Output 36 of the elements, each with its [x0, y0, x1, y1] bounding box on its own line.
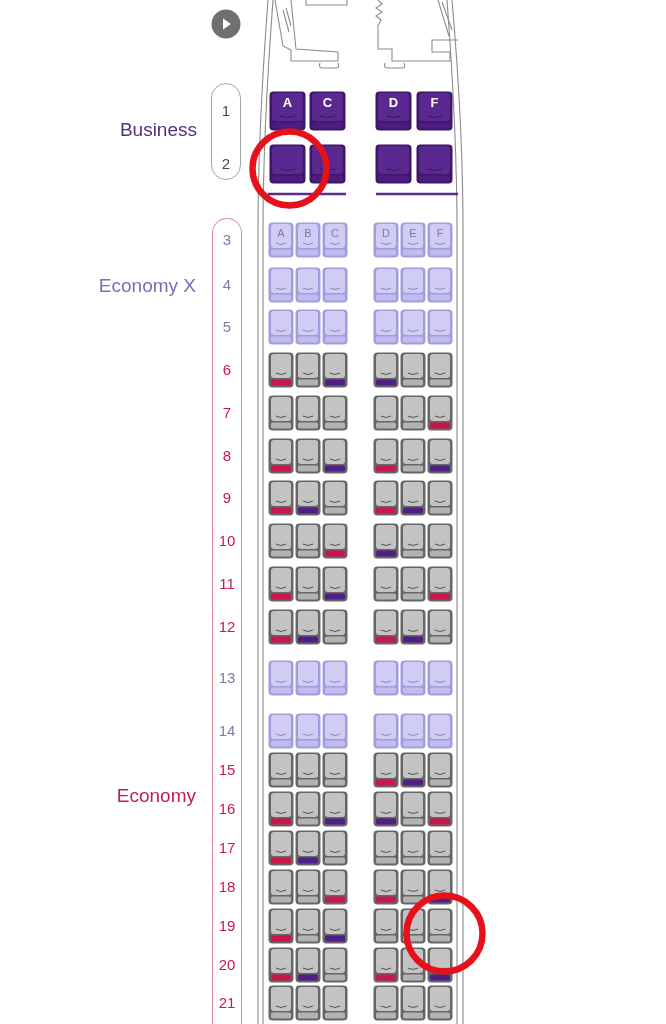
row-number: 3 [222, 232, 232, 248]
row-number: 15 [218, 762, 236, 778]
seat-letter: B [304, 228, 312, 239]
cabin-class-label: Economy [116, 785, 196, 806]
row-number: 18 [218, 879, 236, 895]
cabin-class-label: Economy X [98, 275, 196, 296]
row-number: 8 [222, 448, 232, 464]
seat-letter: A [277, 228, 285, 239]
seat-letter: E [409, 228, 417, 239]
row-number: 5 [222, 319, 232, 335]
seat-letter: C [322, 96, 333, 109]
row-number: 13 [218, 670, 236, 686]
cabin-class-label: Business [119, 119, 197, 140]
row-number: 1 [221, 103, 231, 119]
row-number: 9 [222, 490, 232, 506]
row-number: 7 [222, 405, 232, 421]
row-number: 19 [218, 918, 236, 934]
row-number: 17 [218, 840, 236, 856]
row-number: 2 [221, 156, 231, 172]
seat-letter: C [331, 228, 339, 239]
row-number: 4 [222, 277, 232, 293]
row-number: 16 [218, 801, 236, 817]
row-number: 6 [222, 362, 232, 378]
row-number: 21 [218, 995, 236, 1011]
seat-letter: D [388, 96, 399, 109]
seat-letter: F [436, 228, 444, 239]
seat-letter: A [282, 96, 293, 109]
row-number-bracket [212, 218, 242, 1024]
seat-letter: D [382, 228, 390, 239]
row-number: 12 [218, 619, 236, 635]
row-number-bracket [211, 83, 241, 180]
row-number: 11 [219, 576, 235, 592]
seat-letter: F [430, 96, 439, 109]
row-number: 10 [218, 533, 236, 549]
row-number: 14 [218, 723, 236, 739]
row-number: 20 [218, 957, 236, 973]
